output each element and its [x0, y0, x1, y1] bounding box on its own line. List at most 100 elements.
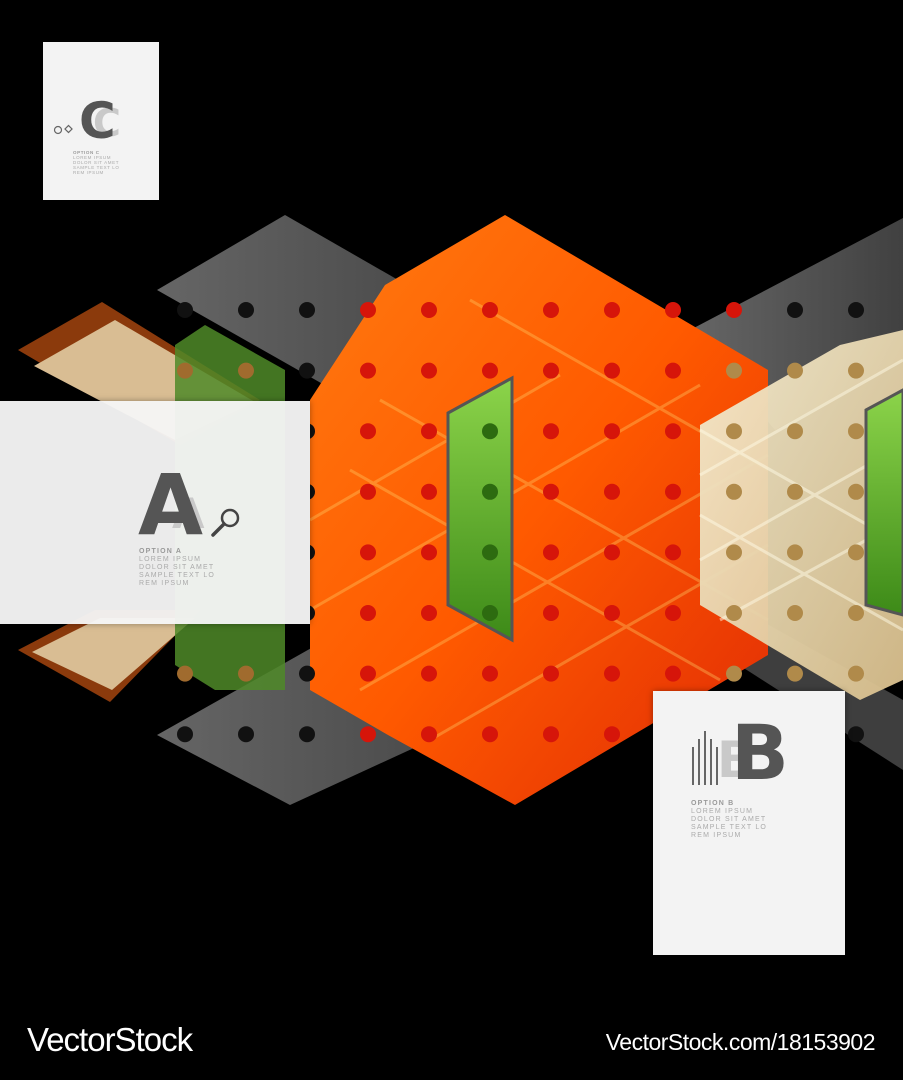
dot — [421, 362, 437, 379]
dot — [543, 423, 559, 440]
dot — [543, 362, 559, 379]
dot — [787, 483, 803, 500]
option-a-line-2: DOLOR SIT AMET — [139, 564, 215, 571]
option-b-title: OPTION B — [691, 800, 735, 807]
dot — [482, 726, 498, 743]
dot — [543, 302, 559, 318]
dot — [726, 302, 742, 318]
dot — [482, 544, 498, 561]
option-b-line-3: SAMPLE TEXT LO — [691, 824, 768, 831]
dot — [299, 665, 315, 682]
dot — [665, 665, 681, 682]
dot — [604, 362, 620, 379]
dot — [238, 665, 254, 682]
option-a-line-3: SAMPLE TEXT LO — [139, 572, 216, 579]
option-c-line-4: REM IPSUM — [73, 170, 104, 175]
option-b-line-2: DOLOR SIT AMET — [691, 816, 767, 823]
dot — [665, 605, 681, 621]
dot — [604, 665, 620, 682]
dot — [726, 544, 742, 561]
dot — [848, 605, 864, 621]
dot — [543, 483, 559, 500]
dot — [665, 362, 681, 379]
dot — [726, 665, 742, 682]
dot — [604, 726, 620, 743]
dot — [360, 302, 376, 318]
vertical-bars-icon — [692, 731, 718, 785]
dot — [421, 726, 437, 743]
circle-diamond-icon — [53, 124, 73, 135]
dot — [726, 362, 742, 379]
magnifier-icon — [211, 508, 240, 537]
dot — [787, 544, 803, 561]
dot — [238, 302, 254, 318]
dot — [848, 483, 864, 500]
dot — [421, 483, 437, 500]
dot — [543, 665, 559, 682]
option-a-text: OPTION A LOREM IPSUM DOLOR SIT AMET SAMP… — [139, 548, 269, 588]
dot — [604, 605, 620, 621]
dot — [543, 605, 559, 621]
option-a-card: A A OPTION A LOREM IPSUM DOLOR SIT AMET … — [0, 401, 310, 624]
option-b-line-4: REM IPSUM — [691, 832, 742, 839]
dot — [299, 362, 315, 379]
option-b-text: OPTION B LOREM IPSUM DOLOR SIT AMET SAMP… — [691, 800, 811, 840]
dot — [604, 302, 620, 318]
dot — [421, 544, 437, 561]
dot — [421, 302, 437, 318]
option-a-title: OPTION A — [139, 548, 183, 555]
dot — [787, 302, 803, 318]
dot — [665, 544, 681, 561]
option-a-line-1: LOREM IPSUM — [139, 556, 202, 563]
dot — [604, 483, 620, 500]
dot — [665, 423, 681, 440]
dot — [238, 362, 254, 379]
dot — [482, 362, 498, 379]
dot — [543, 726, 559, 743]
dot — [482, 483, 498, 500]
dot — [421, 423, 437, 440]
dot — [177, 726, 193, 743]
dot — [543, 544, 559, 561]
green-panel-right — [864, 388, 903, 617]
dot — [360, 423, 376, 440]
dot — [421, 665, 437, 682]
dot — [604, 423, 620, 440]
dot — [421, 605, 437, 621]
option-c-letter-shadow: C — [93, 101, 121, 145]
option-a-letter: A — [138, 456, 204, 554]
dot — [360, 726, 376, 743]
dot — [238, 726, 254, 743]
option-c-line-2: DOLOR SIT AMET — [73, 160, 120, 165]
dot — [848, 544, 864, 561]
dot — [726, 605, 742, 621]
option-b-line-1: LOREM IPSUM — [691, 808, 754, 815]
dot — [787, 423, 803, 440]
option-c-text: OPTION C LOREM IPSUM DOLOR SIT AMET SAMP… — [73, 150, 157, 175]
option-b-letter-shadow: B — [717, 731, 756, 789]
option-c-line-3: SAMPLE TEXT LO — [73, 165, 120, 170]
dot — [177, 665, 193, 682]
dot — [848, 302, 864, 318]
dot — [482, 423, 498, 440]
green-panel-center — [446, 375, 514, 643]
dot — [360, 605, 376, 621]
dot — [360, 544, 376, 561]
option-a-line-4: REM IPSUM — [139, 580, 190, 587]
dot — [665, 483, 681, 500]
dot — [482, 605, 498, 621]
dot — [848, 665, 864, 682]
option-b-letter: B — [731, 708, 789, 797]
dot — [482, 302, 498, 318]
option-c-line-1: LOREM IPSUM — [73, 155, 112, 160]
dot — [787, 665, 803, 682]
dot — [848, 423, 864, 440]
option-c-card: C C OPTION C LOREM IPSUM DOLOR SIT AMET … — [43, 42, 159, 200]
orange-hexagon — [310, 215, 768, 805]
option-a-letter-shadow: A — [172, 489, 205, 538]
dot — [787, 362, 803, 379]
beige-band-bottom-left — [32, 618, 195, 690]
watermark-brand: VectorStock — [27, 1021, 193, 1058]
option-c-letter: C — [79, 92, 116, 150]
dot — [726, 423, 742, 440]
